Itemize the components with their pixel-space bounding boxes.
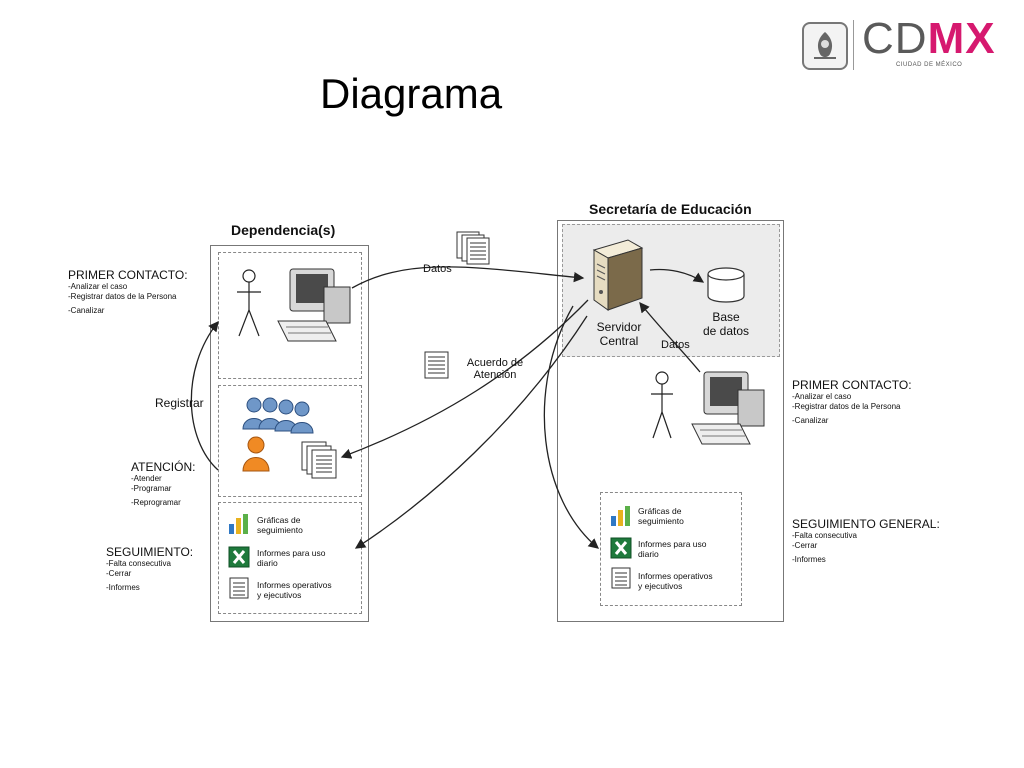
person-icon [237, 269, 261, 337]
right-seguimiento-general-label: SEGUIMIENTO GENERAL: -Falta consecutiva … [792, 517, 940, 564]
document-icon [229, 577, 249, 599]
arrow-label-datos: Datos [423, 263, 452, 275]
documents-stack-icon [456, 231, 490, 265]
slide-title: Diagrama [320, 70, 503, 117]
excel-icon [228, 546, 250, 568]
dependencia-header: Dependencia(s) [231, 222, 336, 238]
logo-subtitle: CIUDAD DE MÉXICO [896, 62, 963, 68]
server-icon [592, 239, 644, 311]
arrow-server-to-left-seguimiento [354, 315, 588, 549]
cdmx-logo: CDMX [862, 14, 996, 63]
arrow-server-to-database [649, 268, 705, 283]
computer-icon [277, 268, 351, 342]
coat-of-arms-icon [802, 22, 848, 70]
people-group-icon [242, 397, 314, 472]
arrow-server-to-seguimiento-general [543, 305, 600, 549]
arrow-datos-to-server [351, 266, 585, 289]
database-icon [707, 267, 745, 303]
arrow-acuerdo [340, 299, 589, 459]
computer-icon [691, 371, 765, 445]
document-icon [424, 351, 449, 379]
left-atencion-label: ATENCIÓN: -Atender -Programar -Reprogram… [131, 460, 196, 507]
bar-chart-icon [611, 506, 630, 526]
right-primer-contacto-label: PRIMER CONTACTO: -Analizar el caso -Regi… [792, 378, 912, 425]
left-seguimiento-label: SEGUIMIENTO: -Falta consecutiva -Cerrar … [106, 545, 194, 592]
left-primer-contacto-label: PRIMER CONTACTO: -Analizar el caso -Regi… [68, 268, 188, 315]
logo-divider [853, 20, 854, 70]
arrow-pc-to-server [639, 301, 701, 373]
arrow-label-registrar: Registrar [155, 396, 204, 410]
arrow-registrar [190, 320, 219, 471]
document-icon [611, 567, 631, 589]
arrow-label-datos-db: Datos [661, 339, 690, 351]
bar-chart-icon [229, 514, 248, 534]
person-icon [651, 371, 673, 439]
excel-icon [610, 537, 632, 559]
documents-stack-icon [301, 441, 337, 479]
secretaria-header: Secretaría de Educación [589, 201, 752, 217]
